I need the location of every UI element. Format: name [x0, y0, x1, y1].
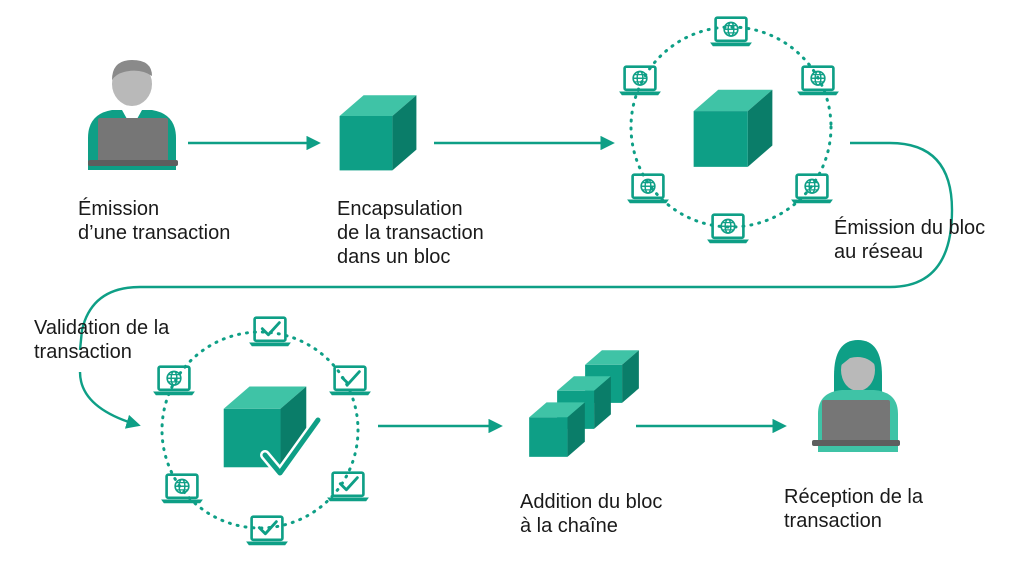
connector-curve	[78, 141, 954, 351]
node-laptop-globe-icon	[160, 473, 204, 505]
node-laptop-globe-icon	[626, 173, 670, 205]
laptop-icon	[88, 118, 178, 166]
node-laptop-globe-icon	[618, 65, 662, 97]
label-reception: Réception de la transaction	[784, 485, 923, 533]
central-cube-icon	[693, 89, 773, 167]
label-line: de la transaction	[337, 222, 484, 244]
label-line: à la chaîne	[520, 515, 618, 537]
node-laptop-globe-icon	[152, 365, 196, 397]
label-validation: Validation de la transaction	[34, 316, 169, 364]
laptop-icon	[812, 400, 900, 446]
label-line: transaction	[784, 510, 882, 532]
node-laptop-check-icon	[328, 365, 372, 397]
node-laptop-check-icon	[245, 515, 289, 547]
receiver-person-icon	[812, 340, 900, 452]
node-laptop-globe-icon	[709, 16, 753, 48]
label-line: Validation de la	[34, 317, 170, 339]
node-laptop-globe-icon	[706, 213, 750, 245]
label-line: transaction	[34, 341, 132, 363]
label-addition: Addition du bloc à la chaîne	[520, 490, 662, 538]
label-emission-bloc: Émission du bloc au réseau	[834, 216, 985, 264]
block-chain-icon	[529, 350, 639, 457]
node-laptop-check-icon	[248, 316, 292, 348]
sender-person-icon	[88, 60, 178, 170]
label-line: dans un bloc	[337, 246, 451, 268]
network-check-icon	[152, 316, 372, 547]
label-line: d’une transaction	[78, 222, 231, 244]
label-line: Encapsulation	[337, 198, 463, 220]
node-laptop-check-icon	[326, 471, 370, 503]
label-line: Émission	[78, 198, 160, 220]
network-globe-icon	[618, 16, 840, 245]
node-laptop-globe-icon	[796, 65, 840, 97]
label-emission-transaction: Émission d’une transaction	[78, 197, 230, 245]
label-line: Émission du bloc	[834, 217, 986, 239]
node-laptop-globe-icon	[790, 173, 834, 205]
label-encapsulation: Encapsulation de la transaction dans un …	[337, 197, 484, 269]
label-line: au réseau	[834, 241, 923, 263]
label-line: Addition du bloc	[520, 491, 663, 513]
arrow-3	[78, 371, 141, 429]
block-cube-icon	[339, 95, 417, 171]
label-line: Réception de la	[784, 486, 923, 508]
